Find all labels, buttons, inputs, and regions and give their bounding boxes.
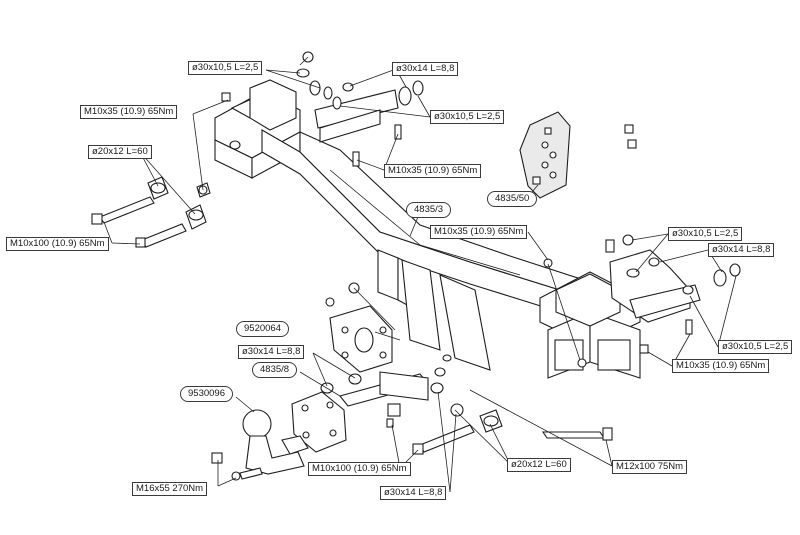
label-washer-30x14-left-mid: ø30x14 L=8,8	[238, 345, 305, 359]
part-ref-flange: 4835/8	[252, 362, 298, 378]
part-ref-socket-plate: 9520064	[236, 321, 289, 337]
label-bolt-m10x35-center-top: M10x35 (10.9) 65Nm	[384, 164, 482, 178]
towbar-main-frame	[214, 79, 701, 379]
label-washer-30x14-right: ø30x14 L=8,8	[708, 243, 775, 257]
left-bolts-spacers	[91, 176, 211, 248]
label-bolt-m10x35-center-right: M10x35 (10.9) 65Nm	[430, 225, 528, 239]
socket-plate-9520064	[325, 282, 393, 373]
part-ref-tow-ball: 9530096	[180, 386, 233, 402]
label-washer-30x14-top: ø30x14 L=8,8	[392, 62, 459, 76]
label-bolt-m10x100-left: M10x100 (10.9) 65Nm	[6, 237, 109, 251]
label-washer-30x14-bottom: ø30x14 L=8,8	[380, 486, 447, 500]
bracket-kit-4835-50	[519, 111, 637, 199]
label-spacer-20x12-left: ø20x12 L=60	[88, 145, 152, 159]
label-washer-30x10-5-right-3: ø30x10,5 L=2,5	[718, 340, 793, 354]
label-bolt-m10x100-bottom: M10x100 (10.9) 65Nm	[308, 462, 411, 476]
top-left-fasteners	[221, 51, 424, 167]
part-ref-bracket-kit: 4835/50	[487, 191, 538, 207]
label-washer-30x10-5-top-right: ø30x10,5 L=2,5	[430, 110, 505, 124]
flange-plate-4835-8	[291, 371, 429, 453]
tow-ball-9530096	[242, 409, 309, 475]
label-spacer-20x12-bottom: ø20x12 L=60	[507, 458, 571, 472]
part-ref-main-frame: 4835/3	[406, 202, 452, 218]
label-bolt-m10x35-right: M10x35 (10.9) 65Nm	[672, 359, 770, 373]
label-bolt-m12x100: M12x100 75Nm	[612, 460, 688, 474]
label-bolt-m10x35-top-left: M10x35 (10.9) 65Nm	[80, 105, 178, 119]
right-fasteners	[543, 234, 741, 368]
label-bolt-m16x55: M16x55 270Nm	[132, 482, 208, 496]
label-washer-30x10-5-right-1: ø30x10,5 L=2,5	[668, 227, 743, 241]
label-washer-30x10-5-top-left: ø30x10,5 L=2,5	[188, 61, 263, 75]
bottom-fasteners	[211, 354, 613, 481]
